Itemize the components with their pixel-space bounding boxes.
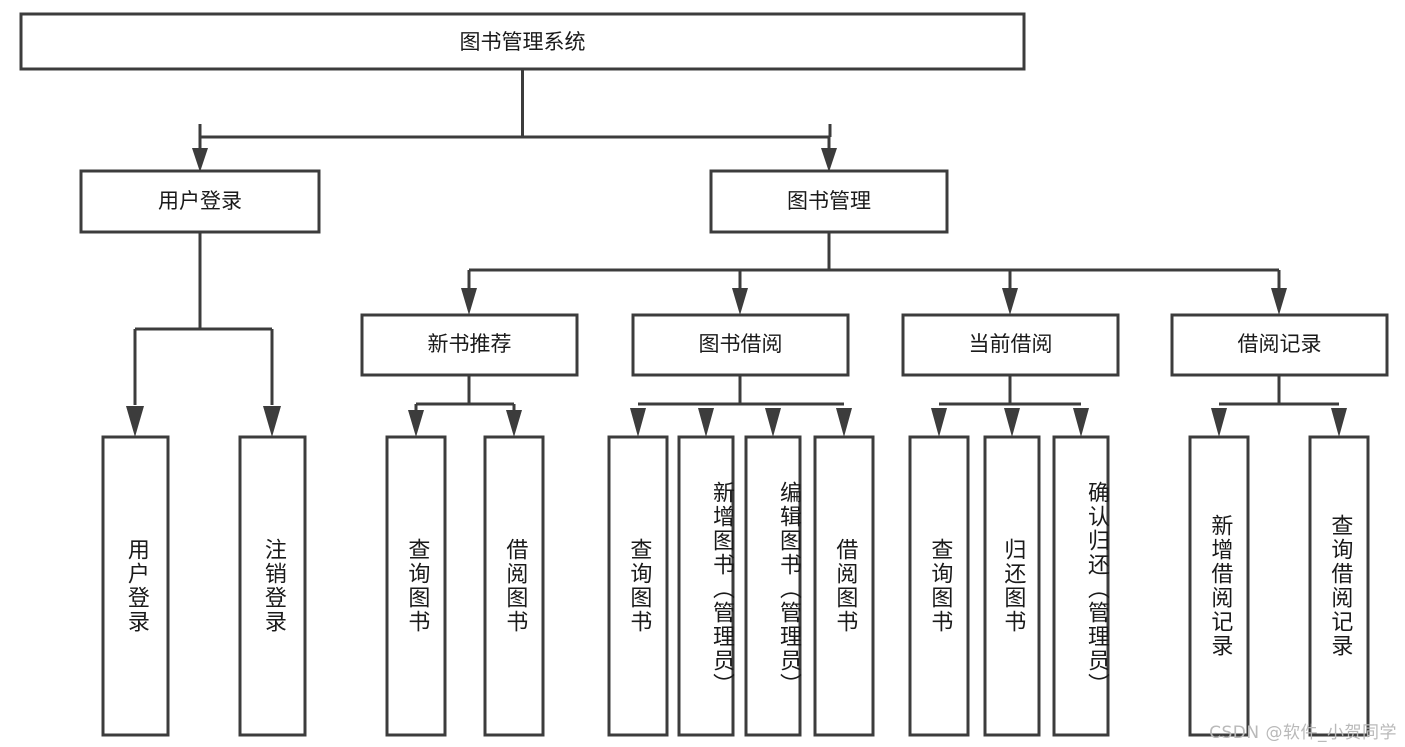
arrow-head-leaf-add-book — [698, 408, 714, 437]
arrow-head-leaf-edit-book — [765, 408, 781, 437]
node-book-borrow-box[interactable] — [631, 313, 850, 377]
arrow-head-new-book-rec — [461, 288, 477, 315]
arrow-head-current-borrow — [1002, 288, 1018, 315]
node-user-login-box[interactable] — [79, 169, 321, 234]
node-book-manage-label: 图书管理 — [787, 189, 871, 213]
node-borrow-record-label: 借阅记录 — [1238, 332, 1322, 356]
node-current-borrow-box[interactable] — [901, 313, 1120, 377]
arrow-head-leaf-user-login — [126, 406, 144, 437]
node-current-borrow-label: 当前借阅 — [969, 332, 1053, 356]
connector-root-trunk — [198, 69, 832, 139]
leaf-user-logout-box[interactable] — [238, 435, 307, 737]
node-borrow-record[interactable]: 借阅记录 — [1170, 313, 1389, 377]
node-root-box[interactable] — [19, 12, 1026, 71]
node-book-borrow[interactable]: 图书借阅 — [631, 313, 850, 377]
leaf-query-book-cur-box[interactable] — [908, 435, 970, 737]
connector-layer — [126, 69, 1347, 437]
node-new-book-rec[interactable]: 新书推荐 — [360, 313, 579, 377]
node-borrow-record-box[interactable] — [1170, 313, 1389, 377]
arrow-head-leaf-user-logout — [263, 406, 281, 437]
node-user-login-label: 用户登录 — [158, 189, 242, 213]
arrow-head-leaf-borrow-book — [836, 408, 852, 437]
arrow-head-borrow-record — [1271, 288, 1287, 315]
leaf-add-record-box[interactable] — [1188, 435, 1250, 737]
arrow-head-leaf-add-record — [1211, 408, 1227, 437]
leaf-add-book-box[interactable] — [677, 435, 735, 737]
connector-book-borrow-trunk — [638, 375, 844, 406]
arrow-head-leaf-query-book-rec — [408, 410, 424, 437]
node-root[interactable]: 图书管理系统 — [19, 12, 1026, 71]
arrow-head-leaf-confirm-return — [1073, 408, 1089, 437]
arrow-head-leaf-query-record — [1331, 408, 1347, 437]
leaf-query-record-box[interactable] — [1308, 435, 1370, 737]
node-user-login[interactable]: 用户登录 — [79, 169, 321, 234]
connector-user-login-trunk — [133, 232, 274, 405]
node-book-manage-box[interactable] — [709, 169, 949, 234]
leaf-borrow-book-box[interactable] — [813, 435, 875, 737]
leaf-query-book-borrow-box[interactable] — [607, 435, 669, 737]
arrow-head-leaf-borrow-book-rec — [506, 410, 522, 437]
arrow-head-book-manage — [821, 148, 837, 172]
connector-new-book-rec-trunk — [414, 375, 516, 412]
node-book-borrow-label: 图书借阅 — [699, 332, 783, 356]
leaf-borrow-book-rec-box[interactable] — [483, 435, 545, 737]
node-new-book-rec-box[interactable] — [360, 313, 579, 377]
arrow-head-leaf-query-book-borrow — [630, 408, 646, 437]
leaf-confirm-return-box[interactable] — [1052, 435, 1110, 737]
node-current-borrow[interactable]: 当前借阅 — [901, 313, 1120, 377]
connector-book-manage-trunk — [469, 232, 1279, 272]
node-root-label: 图书管理系统 — [460, 30, 586, 54]
leaf-edit-book-box[interactable] — [744, 435, 802, 737]
arrow-head-leaf-query-book-cur — [931, 408, 947, 437]
arrow-head-leaf-return-book — [1004, 408, 1020, 437]
leaf-return-book-box[interactable] — [983, 435, 1041, 737]
arrow-head-book-borrow — [732, 288, 748, 315]
connector-current-borrow-trunk — [939, 375, 1081, 406]
leaf-query-book-rec-box[interactable] — [385, 435, 447, 737]
leaf-box-layer — [101, 435, 1370, 737]
arrow-head-user-login — [192, 148, 208, 172]
connector-borrow-record-trunk — [1219, 375, 1339, 406]
leaf-user-login-box[interactable] — [101, 435, 170, 737]
node-new-book-rec-label: 新书推荐 — [428, 332, 512, 356]
node-book-manage[interactable]: 图书管理 — [709, 169, 949, 234]
csdn-watermark: CSDN @软件_小贺同学 — [1209, 723, 1397, 743]
